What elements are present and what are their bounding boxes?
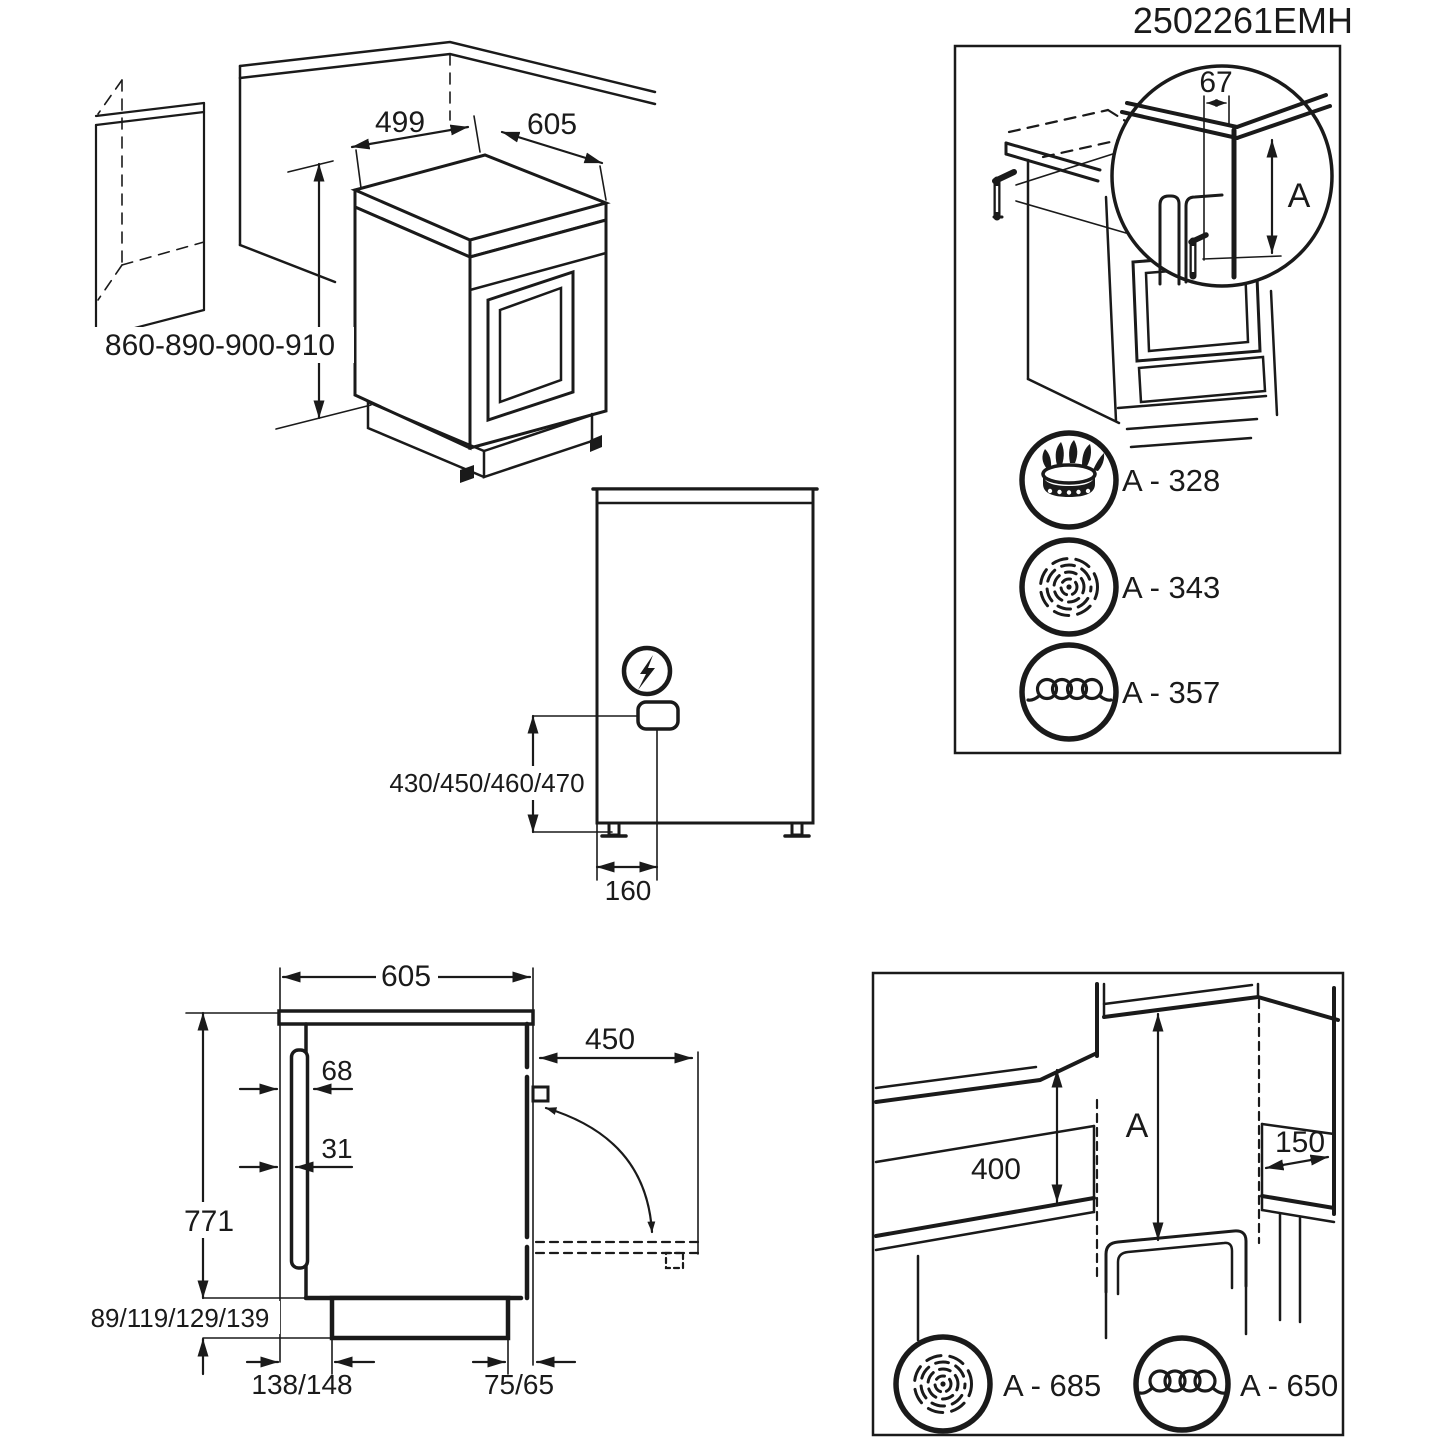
- bracket-scene: [992, 108, 1279, 449]
- lightning-bolt-icon: [638, 655, 655, 690]
- rear-body: [591, 487, 819, 838]
- door-arc: [544, 1106, 656, 1234]
- dim-rear-spacer-label: 31: [321, 1133, 352, 1164]
- dim-height-ref-label: A: [1288, 177, 1311, 215]
- dim-base-rear-label: 138/148: [251, 1369, 352, 1400]
- iso-view-panel: 499 605 860-890-900-910: [86, 40, 657, 483]
- dim-height-options-label: 860-890-900-910: [105, 329, 335, 362]
- radiant-hob-icon: [913, 1354, 973, 1414]
- dim-side-height-label: 400: [971, 1153, 1021, 1186]
- cooker-iso: [350, 153, 611, 483]
- dim-bracket-gap-label: 67: [1199, 66, 1232, 99]
- right-cabinet: [238, 40, 657, 284]
- radiant-hob-icon: [1039, 557, 1099, 617]
- induction-clearance-value: A - 650: [1240, 1368, 1338, 1403]
- induction-hob-icon: [1026, 677, 1113, 702]
- rear-view-panel: 430/450/460/470 160: [381, 487, 819, 906]
- gas-burner-icon: [1041, 440, 1105, 497]
- clearance-hob-list: A - 685 A - 650: [893, 1334, 1338, 1434]
- dim-depth-label: 605: [381, 960, 431, 993]
- bracket-detail-panel: 67 A: [953, 44, 1342, 755]
- plinth: [329, 1295, 511, 1341]
- rear-spacer-bar: [289, 1048, 310, 1270]
- hob-type-list: A - 328 A - 343: [1019, 430, 1220, 742]
- iso-dimensions: 499 605 860-890-900-910: [86, 106, 607, 430]
- rear-foot-left: [600, 821, 628, 838]
- side-dimensions: 605 68 31 450 771 89/119/129/139 138/148: [80, 959, 699, 1400]
- radiant-hob-row: A - 343: [1019, 537, 1220, 637]
- clearance-scene: [874, 982, 1340, 1342]
- radiant-hob-row-2: A - 685: [893, 1334, 1101, 1434]
- bracket-panel-border: [953, 44, 1342, 755]
- rear-foot-right: [783, 821, 811, 838]
- bracket-magnifier: 67 A: [1110, 64, 1334, 288]
- door-swing: [534, 1106, 700, 1270]
- induction-hob-icon: [1138, 1369, 1227, 1395]
- gas-burner-value: A - 328: [1122, 463, 1220, 498]
- radiant-clearance-value: A - 685: [1003, 1368, 1101, 1403]
- clearance-dimensions: 400 A 150: [971, 1012, 1330, 1242]
- power-connection-icon: [621, 645, 673, 697]
- mounting-bracket-icon: [992, 169, 1017, 221]
- clearance-panel-border: [871, 971, 1345, 1437]
- induction-hob-row-2: A - 650: [1133, 1335, 1338, 1433]
- dim-side-gap-label: 150: [1275, 1126, 1325, 1159]
- mounting-bracket-detail-icon: [1188, 232, 1209, 280]
- dim-plinth-heights-label: 89/119/129/139: [91, 1303, 270, 1333]
- dim-base-front-label: 75/65: [484, 1369, 554, 1400]
- dim-niche-width-label: 499: [375, 106, 425, 139]
- radiant-hob-value: A - 343: [1122, 570, 1220, 605]
- induction-hob-row: A - 357: [1019, 642, 1220, 742]
- side-body: [202, 1009, 550, 1341]
- worktop: [277, 1009, 535, 1026]
- gas-burner-row: A - 328: [1019, 430, 1220, 530]
- door-handle: [531, 1085, 550, 1103]
- left-cabinet: [94, 79, 206, 340]
- rear-dimensions: 430/450/460/470 160: [381, 714, 659, 906]
- side-view-panel: 605 68 31 450 771 89/119/129/139 138/148: [80, 959, 700, 1400]
- dim-rear-clearance-label: 68: [321, 1055, 352, 1086]
- clearance-panel: 400 A 150 A - 685: [871, 971, 1345, 1437]
- induction-hob-value: A - 357: [1122, 675, 1220, 710]
- dim-clearance-ref-label: A: [1126, 1107, 1149, 1145]
- junction-box: [636, 700, 680, 731]
- document-code: 2502261EMH: [1133, 0, 1353, 41]
- dim-connection-offset-label: 160: [605, 875, 652, 906]
- dim-body-height-label: 771: [184, 1205, 234, 1238]
- dim-door-open-label: 450: [585, 1023, 635, 1056]
- dim-cooker-width-label: 605: [527, 108, 577, 141]
- dim-connection-heights-label: 430/450/460/470: [389, 768, 584, 798]
